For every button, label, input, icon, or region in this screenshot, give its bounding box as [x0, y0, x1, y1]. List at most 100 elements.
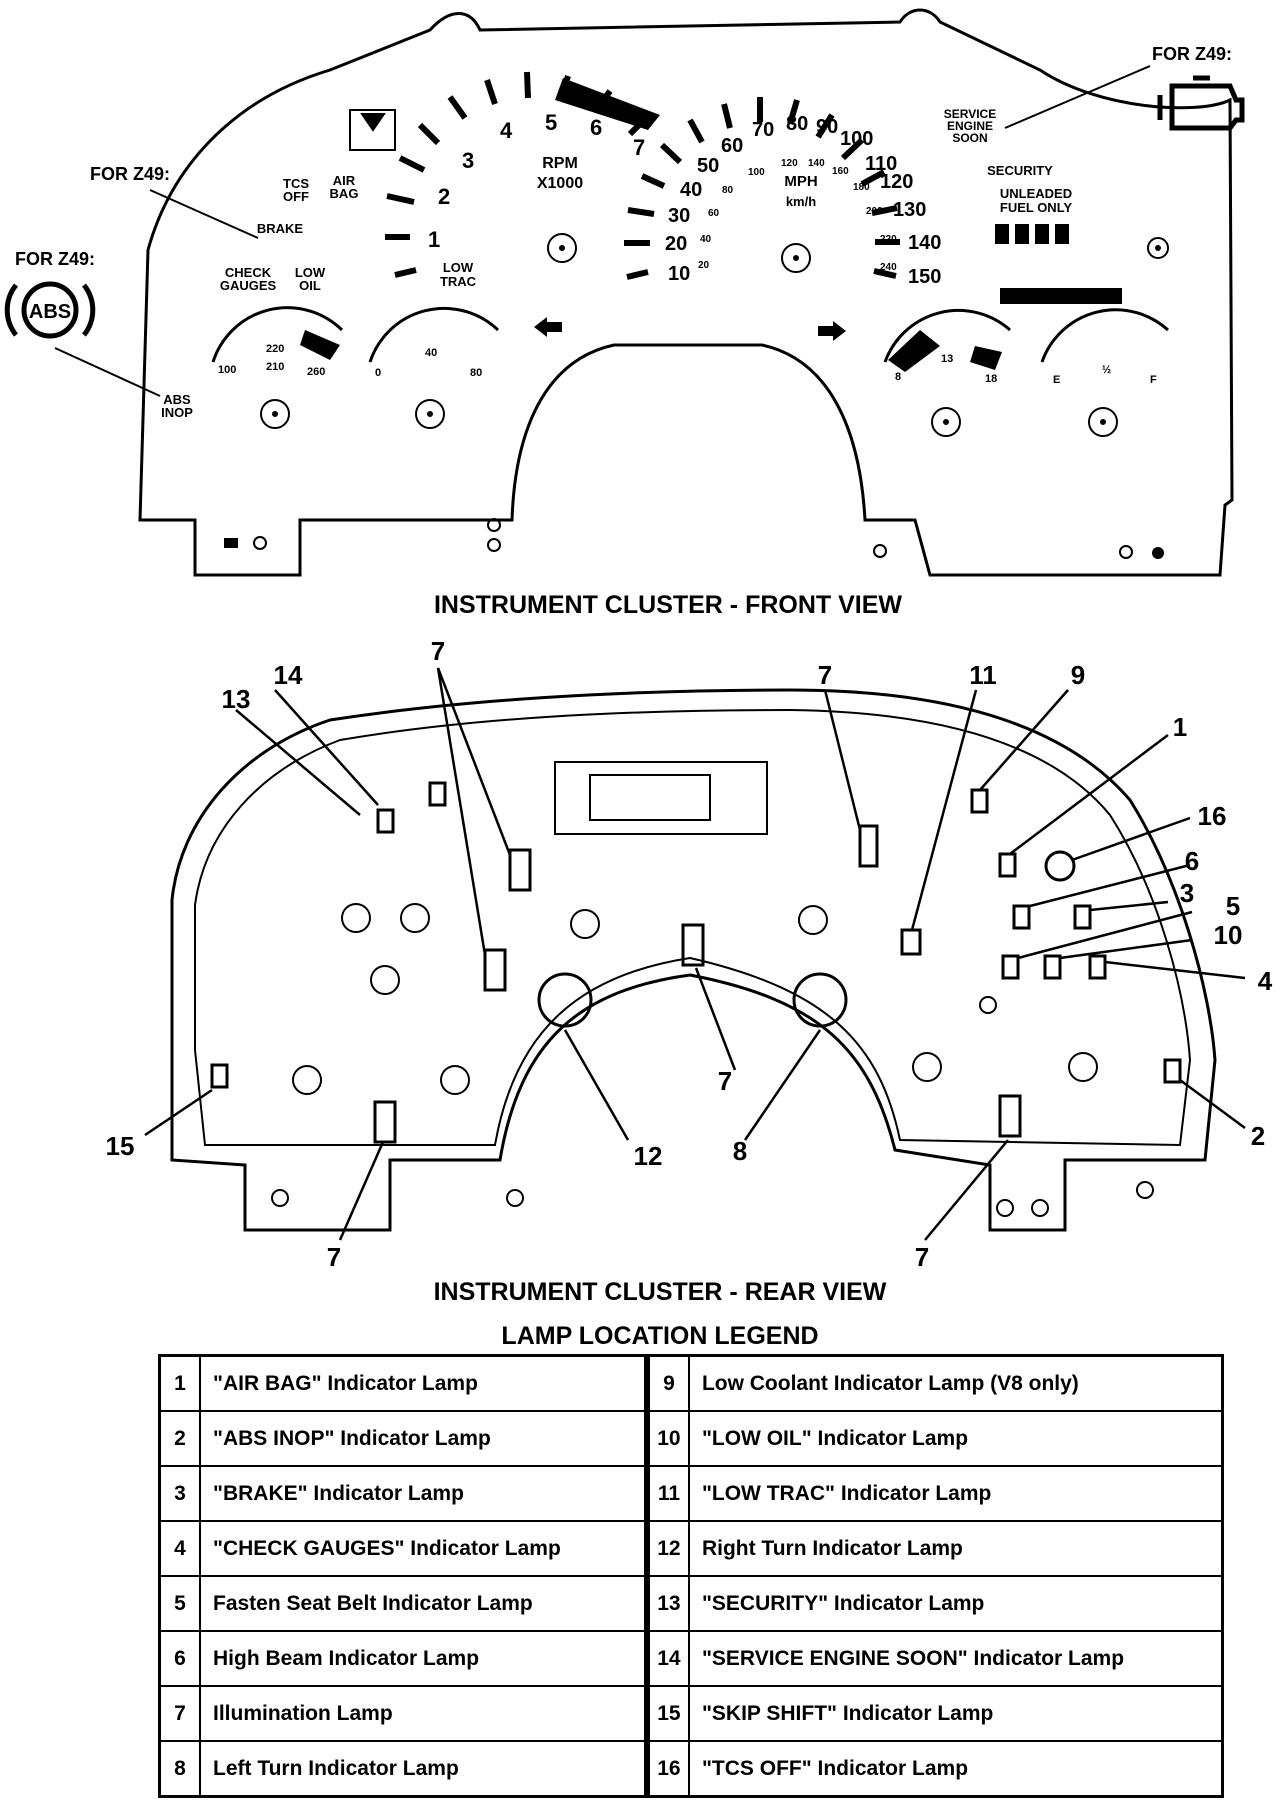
speedometer-ticks	[624, 97, 900, 280]
check-gauges-label-2: GAUGES	[220, 278, 277, 293]
callout-3: 3	[1180, 878, 1194, 908]
kmh-tick-200: 200	[866, 206, 883, 217]
rear-lamp-sockets	[210, 781, 1182, 1144]
legend-description: High Beam Indicator Lamp	[199, 1630, 648, 1687]
rear-lamp-8-socket	[792, 972, 848, 1028]
mph-tick-20: 20	[665, 233, 687, 255]
tach-unit-x1000: X1000	[537, 175, 583, 192]
tach-unit-rpm: RPM	[542, 155, 578, 172]
volt-gauge-lowzone	[888, 330, 940, 372]
kmh-tick-120: 120	[781, 158, 798, 169]
front-cluster-outline	[138, 8, 1234, 577]
low-oil-label-2: OIL	[299, 278, 321, 293]
service-engine-soon-label-3: SOON	[952, 131, 987, 145]
brake-label: BRAKE	[257, 221, 304, 236]
mph-tick-120: 120	[880, 171, 913, 193]
tach-tick-6: 6	[590, 115, 602, 140]
volt-tick-8: 8	[895, 371, 901, 383]
volt-gauge-highzone	[970, 346, 1002, 370]
kmh-tick-140: 140	[808, 158, 825, 169]
right-turn-arrow-icon	[818, 321, 846, 341]
check-gauges-label-1: CHECK	[225, 265, 272, 280]
callout-5: 5	[1226, 891, 1240, 921]
callout-9: 9	[1071, 660, 1085, 690]
mph-tick-60: 60	[721, 135, 743, 157]
low-trac-label-1: LOW	[443, 260, 474, 275]
oil-tick-80: 80	[470, 367, 482, 379]
callout-7-center: 7	[718, 1066, 732, 1096]
small-gauge-arcs	[211, 306, 1170, 363]
low-oil-label-1: LOW	[295, 265, 326, 280]
mph-tick-70: 70	[752, 119, 774, 141]
callout-6: 6	[1185, 846, 1199, 876]
callout-7-bottom-left: 7	[327, 1242, 341, 1272]
kmh-tick-80: 80	[722, 185, 734, 196]
callout-13: 13	[222, 684, 251, 714]
kmh-tick-220: 220	[880, 234, 897, 245]
callout-10: 10	[1214, 920, 1243, 950]
tach-tick-1: 1	[428, 227, 440, 252]
oil-tick-0: 0	[375, 367, 381, 379]
service-engine-soon-label-2: ENGINE	[947, 119, 993, 133]
air-bag-label-2: BAG	[330, 186, 359, 201]
legend-title: LAMP LOCATION LEGEND	[501, 1322, 819, 1350]
callout-14: 14	[274, 660, 303, 690]
low-trac-label-2: TRAC	[440, 274, 477, 289]
legend-description: "LOW OIL" Indicator Lamp	[687, 1410, 1224, 1467]
cluster-diagram: 1 2 3 4 5 6 7 RPM X1000 10 20 30 40 50 6…	[4, 8, 1273, 1306]
tach-tick-4: 4	[500, 118, 513, 143]
rear-gauge-bulb-clusters	[271, 903, 1154, 1217]
callout-8: 8	[733, 1136, 747, 1166]
kmh-tick-100: 100	[748, 167, 765, 178]
rear-inner-outline	[194, 708, 1192, 1147]
front-connector-left	[224, 538, 238, 548]
legend-description: "AIR BAG" Indicator Lamp	[199, 1354, 648, 1412]
tachometer-redline	[555, 78, 660, 130]
legend-description: "LOW TRAC" Indicator Lamp	[687, 1465, 1224, 1522]
rear-lamp-16-socket	[1044, 850, 1076, 882]
kmh-tick-160: 160	[832, 166, 849, 177]
mph-tick-100: 100	[840, 128, 873, 150]
abs-icon	[4, 281, 96, 339]
front-view-title: INSTRUMENT CLUSTER - FRONT VIEW	[434, 591, 902, 619]
legend-number: 4	[158, 1520, 201, 1577]
tach-tick-7: 7	[633, 135, 645, 160]
speedo-unit-mph: MPH	[784, 173, 817, 190]
legend-number: 12	[643, 1520, 690, 1577]
abs-inop-label-2: INOP	[161, 405, 193, 420]
air-bag-label-1: AIR	[333, 173, 356, 188]
legend-number: 15	[643, 1685, 690, 1742]
legend-number: 2	[158, 1410, 201, 1467]
legend-number: 3	[158, 1465, 201, 1522]
callout-11: 11	[969, 660, 997, 690]
legend-description: Left Turn Indicator Lamp	[199, 1740, 648, 1798]
legend-number: 8	[158, 1740, 201, 1798]
mph-tick-10: 10	[668, 263, 690, 285]
security-label: SECURITY	[987, 163, 1053, 178]
rear-circuit-connector	[554, 761, 768, 835]
legend-number: 1	[158, 1354, 201, 1412]
speedo-unit-kmh: km/h	[786, 194, 816, 209]
temp-tick-100: 100	[218, 364, 236, 376]
kmh-tick-240: 240	[880, 262, 897, 273]
abs-icon-label: ABS	[29, 301, 71, 323]
legend-description: "SKIP SHIFT" Indicator Lamp	[687, 1685, 1224, 1742]
tcs-off-label-2: OFF	[283, 189, 309, 204]
legend-number: 6	[158, 1630, 201, 1687]
kmh-tick-40: 40	[700, 234, 712, 245]
front-view: 1 2 3 4 5 6 7 RPM X1000 10 20 30 40 50 6…	[4, 8, 1245, 619]
callout-7-top-mid: 7	[818, 660, 832, 690]
kmh-tick-20: 20	[698, 260, 710, 271]
legend-description: Illumination Lamp	[199, 1685, 648, 1742]
front-connector-right	[1152, 547, 1164, 559]
fuel-tick-e: E	[1053, 374, 1060, 386]
tach-tick-3: 3	[462, 148, 474, 173]
fuel-tick-f: F	[1150, 374, 1157, 386]
tcs-off-label-1: TCS	[283, 176, 309, 191]
front-screw-mounts	[253, 233, 1169, 559]
